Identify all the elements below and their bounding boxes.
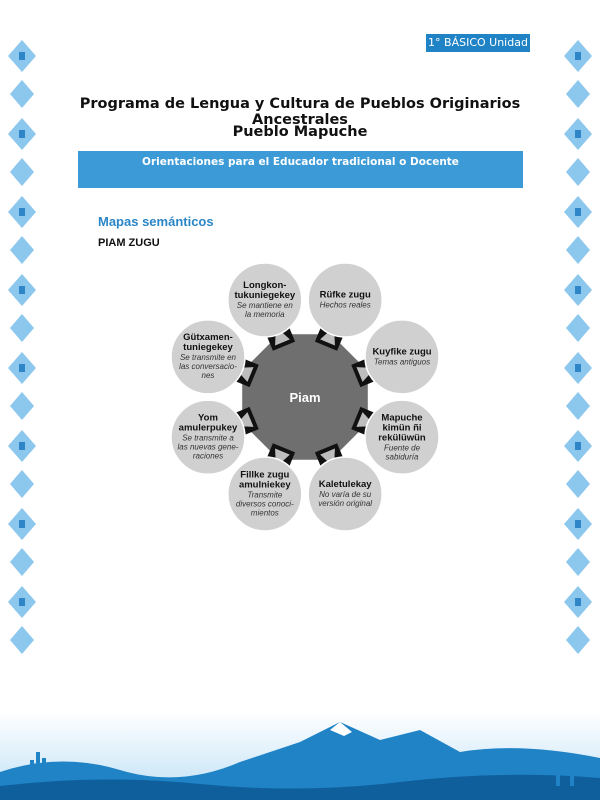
section-banner: Orientaciones para el Educador tradicion… — [78, 151, 523, 188]
page-title: Programa de Lengua y Cultura de Pueblos … — [79, 96, 521, 128]
concept-title: amulerpukey — [179, 422, 238, 433]
concept-description: mientos — [251, 508, 279, 517]
concept-circle — [307, 262, 383, 338]
concept-title: tuniegekey — [183, 342, 233, 353]
concept-description: raciones — [193, 451, 223, 460]
concept-title: Yom — [198, 412, 218, 423]
concept-title: Rüfke zugu — [320, 290, 371, 301]
concept-circle — [227, 456, 303, 532]
concept-title: tukuniegekey — [234, 290, 295, 301]
concept-title: rekülüwün — [378, 432, 426, 443]
concept-description: Se mantiene en — [237, 301, 294, 310]
concept-circle — [170, 399, 246, 475]
concept-description: nes — [202, 371, 215, 380]
concept-title: Kaletulekay — [319, 479, 373, 490]
center-label: Piam — [289, 390, 320, 405]
concept-description: sabiduría — [386, 452, 419, 461]
concept-circle — [227, 262, 303, 338]
concept-title: Longkon- — [243, 280, 286, 291]
section-subheading: PIAM ZUGU — [98, 237, 160, 249]
decorative-border-right — [564, 40, 592, 654]
concept-description: Se transmite a — [182, 433, 234, 442]
concept-circle — [364, 319, 440, 395]
concept-title: Fillke zugu — [240, 469, 289, 480]
concept-description: las nuevas gene- — [178, 442, 239, 451]
concept-circle — [170, 319, 246, 395]
concept-title: Kuyfike zugu — [372, 346, 431, 357]
page-subtitle: Pueblo Mapuche — [232, 124, 368, 140]
concept-description: Transmite — [247, 490, 283, 499]
concept-description: versión original — [318, 499, 372, 508]
concept-description: No varía de su — [319, 490, 372, 499]
concept-circle — [364, 399, 440, 475]
concept-description: las conversacio- — [179, 362, 237, 371]
center-octagon — [242, 334, 368, 460]
concept-title: amulniekey — [239, 479, 291, 490]
concept-description: la memoria — [245, 310, 285, 319]
concept-description: Fuente de — [384, 443, 421, 452]
decorative-border-left — [8, 40, 36, 654]
concept-circle — [307, 456, 383, 532]
concept-title: Gütxamen- — [183, 332, 233, 343]
concept-description: Temas antiguos — [374, 357, 430, 366]
concept-title: Mapuche — [381, 412, 422, 423]
concept-description: Se transmite en — [180, 353, 237, 362]
grade-unit-badge: 1° BÁSICO Unidad 4 — [426, 34, 530, 67]
section-heading: Mapas semánticos — [98, 214, 214, 229]
landscape-illustration — [0, 712, 600, 800]
concept-description: Hechos reales — [320, 301, 371, 310]
concept-description: diversos conoci- — [236, 499, 294, 508]
concept-title: kimün ñi — [382, 422, 421, 433]
